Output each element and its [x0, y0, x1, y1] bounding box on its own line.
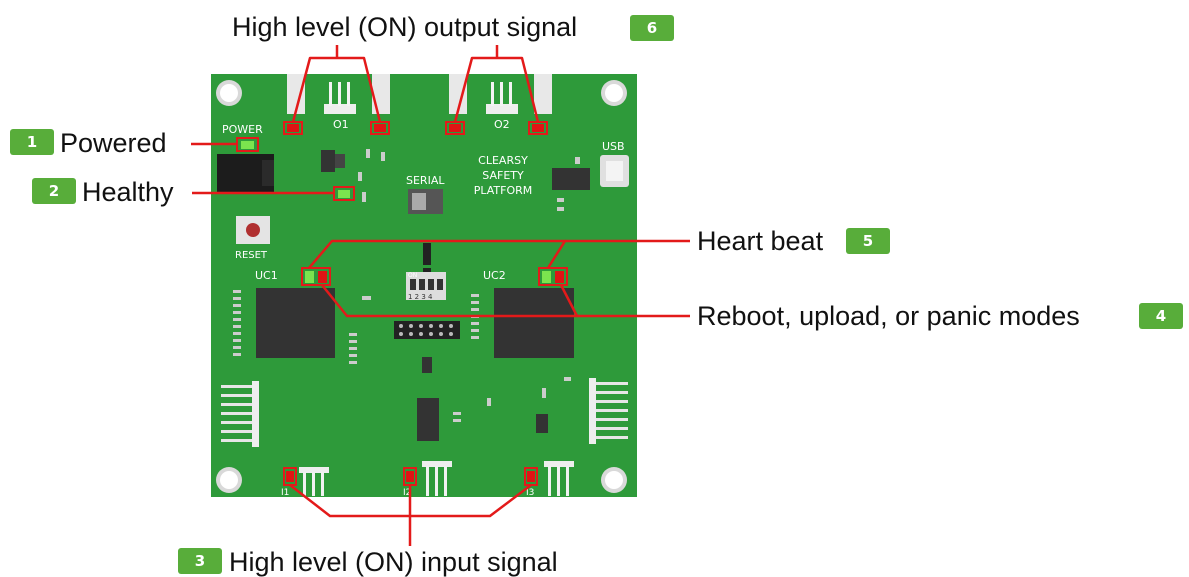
callout-5-label: Heart beat	[697, 226, 824, 256]
microcontroller-uc1	[256, 288, 335, 358]
power-jack-tip	[262, 160, 274, 186]
usb-port-inner	[606, 161, 623, 181]
uc1-passives	[233, 290, 371, 364]
input-connector-i2	[422, 461, 452, 496]
silk-usb-label: USB	[602, 140, 625, 153]
callout-4-number: 4	[1156, 307, 1166, 325]
silk-i1-label: I1	[281, 488, 289, 498]
regulator-parts	[321, 149, 385, 202]
led-uc1-pair	[301, 267, 331, 286]
callout-lines	[191, 45, 690, 546]
callout-6-number: 6	[647, 19, 657, 37]
serial-switch-knob	[412, 193, 426, 210]
side-connector-right	[589, 378, 628, 444]
callout-4-badge	[1139, 303, 1183, 329]
side-connector-left	[221, 381, 259, 447]
reset-button-cap	[246, 223, 260, 237]
silk-dip-on-label: ON	[408, 272, 417, 279]
callout-1-badge	[10, 129, 54, 155]
led-uc2-pair	[538, 267, 568, 286]
callout-6-badge	[630, 15, 674, 41]
usb-chip	[552, 168, 590, 190]
output-connector-o1	[287, 74, 390, 114]
usb-resistor	[575, 157, 580, 164]
silk-brand-line1: CLEARSY	[478, 154, 528, 167]
silk-uc1-label: UC1	[255, 269, 278, 282]
silk-o1-label: O1	[333, 118, 349, 131]
silk-power-label: POWER	[222, 123, 263, 136]
center-header	[394, 321, 548, 441]
microcontroller-uc2	[494, 288, 574, 358]
silk-uc2-label: UC2	[483, 269, 506, 282]
callout-3-badge	[178, 548, 222, 574]
silk-dip-numbers: 1 2 3 4	[408, 293, 433, 301]
callout-2-badge	[32, 178, 76, 204]
silk-serial-label: SERIAL	[406, 174, 445, 187]
input-connector-i1	[299, 467, 329, 496]
callout-2-number: 2	[49, 182, 59, 200]
silk-o2-label: O2	[494, 118, 510, 131]
usb-cap-b	[557, 207, 564, 211]
silk-i3-label: I3	[526, 488, 534, 498]
line-reboot	[321, 284, 579, 318]
callout-3-label: High level (ON) input signal	[229, 547, 558, 577]
callout-3-number: 3	[195, 552, 205, 570]
input-connector-i3	[544, 461, 574, 496]
callout-1-number: 1	[27, 133, 37, 151]
usb-cap-a	[557, 198, 564, 202]
line-heartbeat	[308, 239, 567, 269]
output-connector-o2	[449, 74, 552, 114]
mounting-holes	[216, 80, 627, 493]
silk-i2-label: I2	[403, 488, 411, 498]
callout-5-badge	[846, 228, 890, 254]
silk-reset-label: RESET	[235, 250, 268, 261]
callout-5-number: 5	[863, 232, 873, 250]
silk-brand-line2: SAFETY	[482, 169, 524, 182]
silk-brand-line3: PLATFORM	[474, 184, 533, 197]
callout-4-label: Reboot, upload, or panic modes	[697, 301, 1080, 331]
callout-2-label: Healthy	[82, 177, 174, 207]
callout-1-label: Powered	[60, 128, 167, 158]
callout-6-label: High level (ON) output signal	[232, 12, 577, 42]
